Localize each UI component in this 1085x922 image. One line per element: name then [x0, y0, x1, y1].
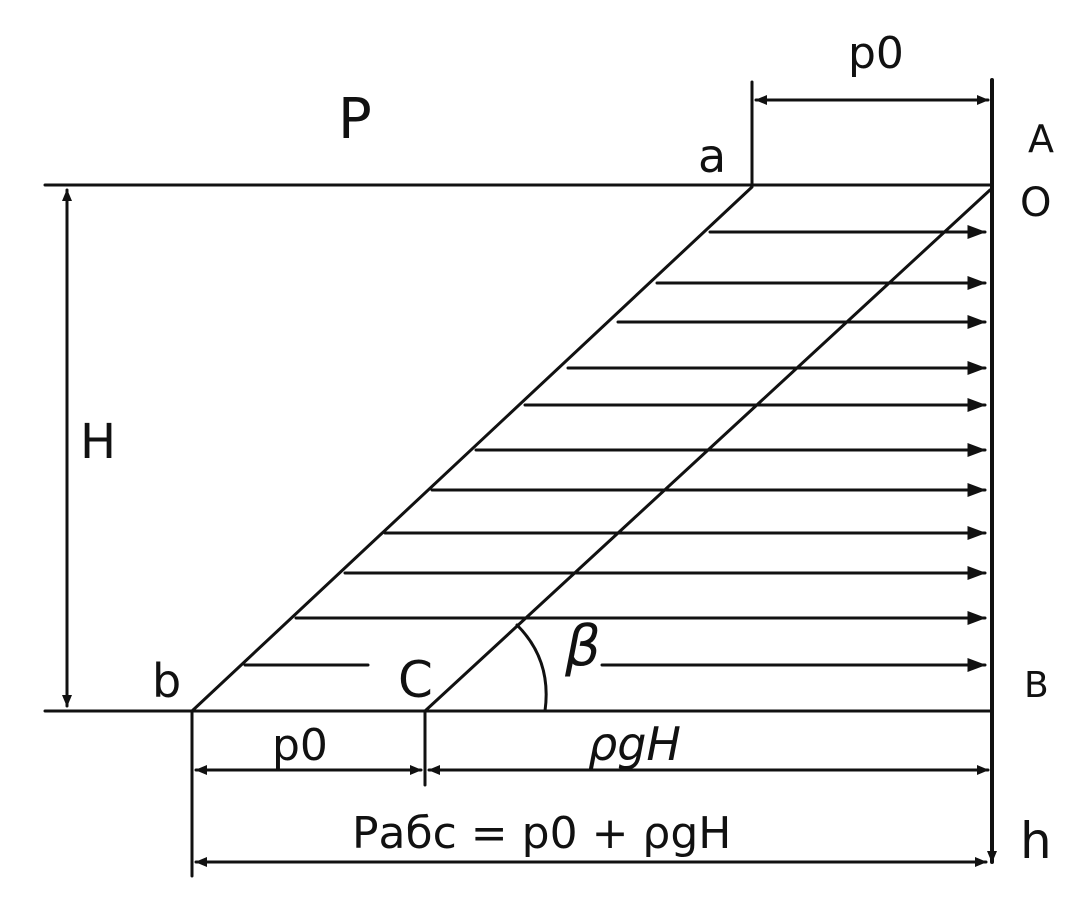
- angle-arc: [515, 623, 548, 713]
- absolute-pressure-line: [190, 185, 754, 713]
- point-B-label: B: [1024, 665, 1049, 706]
- rho-g-h-label: ρgH: [588, 717, 681, 771]
- point-a-label: a: [698, 129, 726, 183]
- point-b-label: b: [152, 654, 181, 708]
- angle-label: β: [564, 614, 601, 679]
- p-abs-formula-label: Pабс = p0 + ρgH: [352, 808, 731, 859]
- height-label: H: [80, 414, 116, 470]
- pressure-label: P: [338, 87, 372, 152]
- depth-axis-label: h: [1020, 812, 1052, 870]
- p0-top-label: p0: [848, 28, 904, 79]
- point-O-label: O: [1020, 180, 1051, 226]
- point-A-label: A: [1028, 117, 1054, 161]
- point-C-label: C: [398, 651, 433, 709]
- pressure-arrows: [243, 225, 987, 672]
- p0-bottom-label: p0: [272, 720, 328, 771]
